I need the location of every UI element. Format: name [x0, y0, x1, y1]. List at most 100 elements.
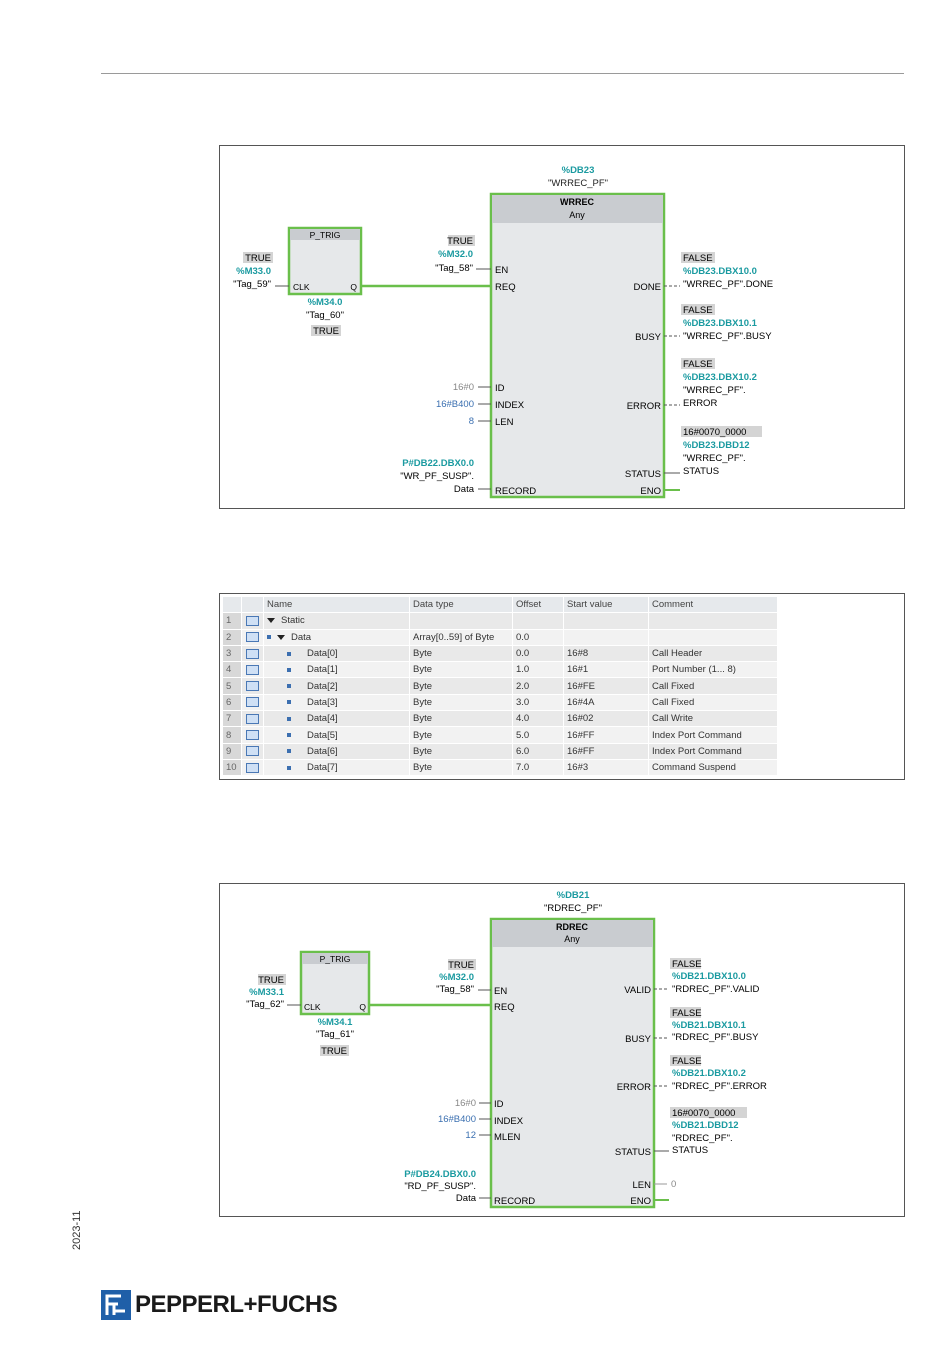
cell-type[interactable]: Byte — [409, 693, 513, 712]
cell-start-value[interactable] — [563, 628, 649, 646]
rdrec-error-value-bg — [670, 1055, 701, 1066]
wrrec-pin-error: ERROR — [627, 401, 661, 412]
cell-name[interactable]: Data — [263, 628, 410, 646]
cell-name[interactable]: Data[6] — [263, 742, 410, 760]
brand-logo-icon — [101, 1290, 131, 1320]
db-tag-icon — [246, 730, 259, 740]
cell-name[interactable]: Data[5] — [263, 726, 410, 744]
cell-type[interactable]: Byte — [409, 677, 513, 695]
wrrec-status-value-bg — [681, 426, 762, 437]
member-icon — [287, 651, 291, 656]
cell-comment[interactable]: Index Port Command — [648, 742, 778, 760]
rdrec-valid-tag: "RDREC_PF".VALID — [672, 984, 759, 995]
rdrec-busy-value-bg — [670, 1007, 701, 1018]
cell-type[interactable]: Byte — [409, 661, 513, 679]
cell-start-value[interactable]: 16#4A — [563, 693, 649, 712]
cell-name[interactable]: Data[0] — [263, 644, 410, 663]
cell-name[interactable]: Data[7] — [263, 758, 410, 777]
expand-icon[interactable] — [267, 618, 275, 624]
rdrec-ptrig-q: Q — [359, 1002, 366, 1012]
member-icon — [267, 635, 271, 640]
wrrec-ptrig-q: Q — [350, 282, 357, 292]
row-icon-cell — [241, 677, 264, 695]
cell-name[interactable]: Data[4] — [263, 710, 410, 728]
cell-comment[interactable]: Call Header — [648, 644, 778, 663]
wrrec-record-tag1: "WR_PF_SUSP". — [400, 471, 474, 482]
cell-start-value[interactable]: 16#02 — [563, 710, 649, 728]
wrrec-status-tag2: STATUS — [683, 466, 719, 477]
wrrec-id-value: 16#0 — [453, 382, 474, 393]
wrrec-error-tag1: "WRREC_PF". — [683, 385, 746, 396]
cell-comment[interactable]: Command Suspend — [648, 758, 778, 777]
cell-offset: 1.0 — [512, 661, 564, 679]
wrrec-en-value-bg — [448, 235, 475, 246]
cell-type[interactable]: Byte — [409, 726, 513, 744]
cell-type[interactable]: Byte — [409, 758, 513, 777]
wrrec-q-tag: "Tag_60" — [306, 310, 344, 321]
col-start-header[interactable]: Start value — [563, 595, 649, 614]
expand-icon[interactable] — [277, 634, 285, 640]
rdrec-block[interactable] — [489, 917, 656, 1209]
cell-comment[interactable]: Port Number (1... 8) — [648, 661, 778, 679]
col-name-header[interactable]: Name — [263, 595, 410, 614]
wrrec-clk-value-bg — [243, 252, 273, 263]
rdrec-len-value: 0 — [671, 1179, 676, 1190]
cell-start-value[interactable]: 16#1 — [563, 661, 649, 679]
member-icon — [287, 684, 291, 689]
row-number: 6 — [222, 693, 242, 712]
cell-comment[interactable] — [648, 612, 778, 630]
cell-start-value[interactable]: 16#FE — [563, 677, 649, 695]
table-header-row: Name Data type Offset Start value Commen… — [222, 595, 778, 614]
cell-name[interactable]: Data[1] — [263, 661, 410, 679]
rdrec-status-tag1: "RDREC_PF". — [672, 1133, 733, 1144]
col-type-header[interactable]: Data type — [409, 595, 513, 614]
cell-type[interactable]: Array[0..59] of Byte — [409, 628, 513, 646]
cell-start-value[interactable] — [563, 612, 649, 630]
col-comment-header[interactable]: Comment — [648, 595, 778, 614]
row-number: 2 — [222, 628, 242, 646]
wrrec-block[interactable] — [489, 192, 666, 499]
col-offset-header[interactable]: Offset — [512, 595, 564, 614]
cell-name[interactable]: Data[3] — [263, 693, 410, 712]
wrrec-clk-address: %M33.0 — [236, 266, 271, 277]
cell-comment[interactable]: Index Port Command — [648, 726, 778, 744]
cell-start-value[interactable]: 16#3 — [563, 758, 649, 777]
cell-type[interactable]: Byte — [409, 742, 513, 760]
cell-comment[interactable]: Call Fixed — [648, 677, 778, 695]
cell-start-value[interactable]: 16#FF — [563, 726, 649, 744]
wrrec-len-value: 8 — [469, 416, 474, 427]
cell-name[interactable]: Static — [263, 612, 410, 630]
cell-start-value[interactable]: 16#8 — [563, 644, 649, 663]
member-icon — [287, 700, 291, 705]
cell-start-value[interactable]: 16#FF — [563, 742, 649, 760]
cell-comment[interactable]: Call Write — [648, 710, 778, 728]
cell-type[interactable]: Byte — [409, 644, 513, 663]
cell-name[interactable]: Data[2] — [263, 677, 410, 695]
cell-comment[interactable]: Call Fixed — [648, 693, 778, 712]
wrrec-record-tag2: Data — [454, 484, 475, 495]
rdrec-error-tag: "RDREC_PF".ERROR — [672, 1081, 767, 1092]
cell-comment[interactable] — [648, 628, 778, 646]
rdrec-clk-value: TRUE — [258, 975, 284, 986]
wrrec-pin-status: STATUS — [625, 469, 661, 480]
cell-type[interactable]: Byte — [409, 710, 513, 728]
cell-type[interactable] — [409, 612, 513, 630]
rdrec-status-tag2: STATUS — [672, 1145, 708, 1156]
rdrec-figure: %DB21 "RDREC_PF" RDREC Any P_TRIG CLK Q … — [219, 883, 905, 1217]
row-icon-cell — [241, 726, 264, 744]
wrrec-pin-len: LEN — [495, 417, 514, 428]
cell-name-text: Data[0] — [307, 648, 338, 660]
db-tag-icon — [246, 648, 259, 659]
wrrec-q-value-bg — [311, 325, 341, 336]
rdrec-block-title: RDREC — [556, 922, 589, 932]
